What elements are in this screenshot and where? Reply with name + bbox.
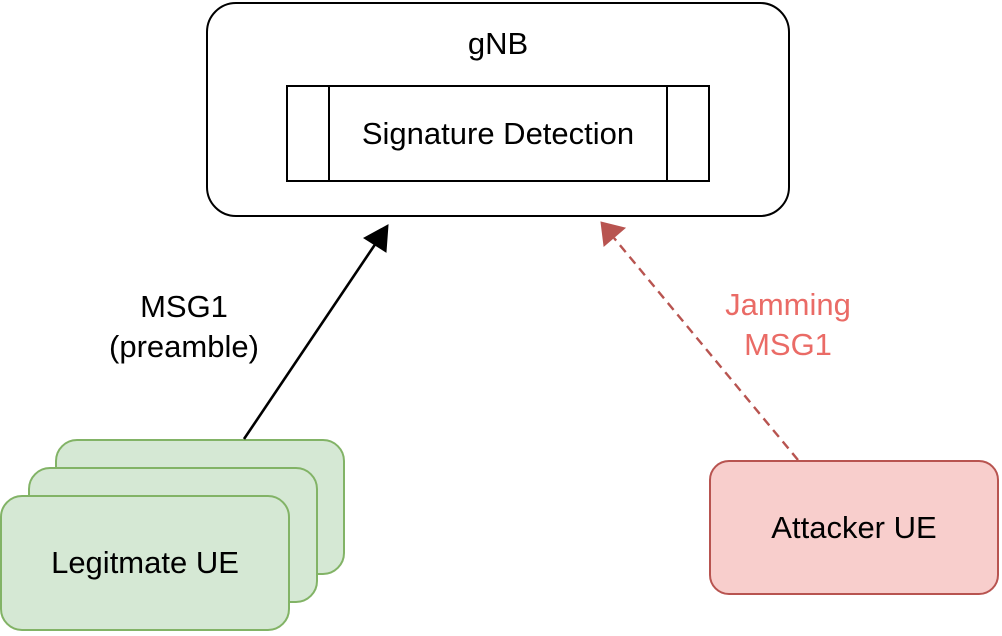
jamming-arrow-line bbox=[613, 237, 799, 461]
attacker-ue-label: Attacker UE bbox=[771, 509, 937, 545]
msg1-label-line1: MSG1 bbox=[140, 289, 228, 324]
jamming-arrowhead-icon bbox=[600, 221, 627, 247]
attacker-ue-node bbox=[709, 460, 999, 595]
signature-detection-label: Signature Detection bbox=[361, 115, 635, 151]
process-left-bar bbox=[328, 87, 330, 180]
msg1-arrow-line bbox=[242, 242, 378, 440]
jamming-label: Jamming MSG1 bbox=[688, 284, 888, 366]
process-right-bar bbox=[666, 87, 668, 180]
msg1-label-line2: (preamble) bbox=[109, 329, 259, 364]
signature-detection-box bbox=[286, 85, 710, 182]
gnb-title: gNB bbox=[467, 26, 529, 61]
msg1-arrowhead-icon bbox=[363, 224, 389, 253]
jamming-label-line1: Jamming bbox=[725, 287, 851, 322]
msg1-label: MSG1 (preamble) bbox=[84, 286, 284, 368]
legitimate-ue-card-front bbox=[0, 495, 290, 631]
legitimate-ue-label: Legitmate UE bbox=[51, 545, 239, 580]
jamming-label-line2: MSG1 bbox=[744, 327, 832, 362]
